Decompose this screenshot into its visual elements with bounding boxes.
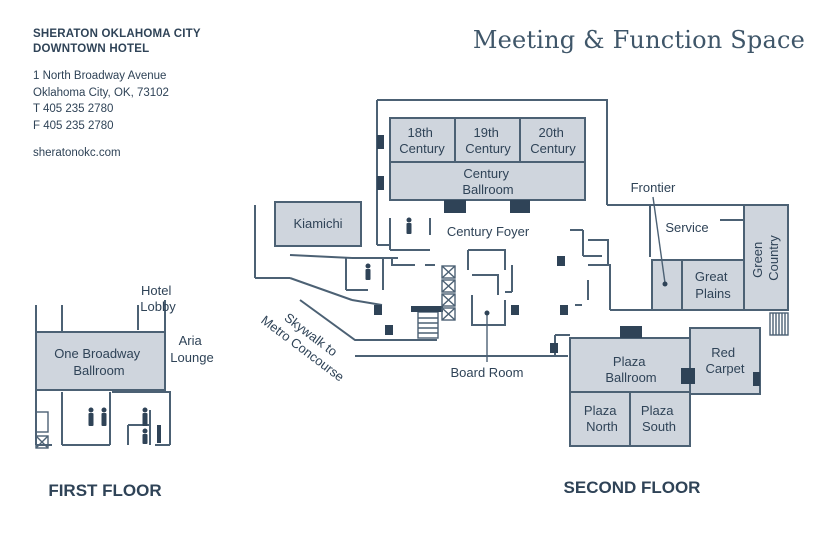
label-board-room: Board Room: [451, 365, 524, 380]
elevator-icon: [35, 435, 49, 449]
escalator-icon: [411, 306, 443, 339]
label-green-country: Green Country: [750, 235, 781, 281]
label-20th-century: 20th Century: [530, 125, 576, 156]
restroom-icon: [365, 217, 412, 280]
label-red-carpet: Red Carpet: [705, 345, 744, 376]
label-aria-lounge: Aria Lounge: [170, 333, 213, 365]
label-plaza-north: Plaza North: [584, 403, 620, 434]
label-century-foyer: Century Foyer: [447, 224, 530, 239]
page-title: Meeting & Function Space: [472, 26, 805, 54]
elevator-bank-icon: [441, 265, 456, 321]
room-kiamichi[interactable]: [274, 201, 362, 247]
restroom-icon: [88, 407, 148, 444]
label-service: Service: [665, 220, 708, 235]
second-floor-plan: 18th Century 19th Century 20th Century C…: [254, 99, 789, 497]
second-floor-heading: SECOND FLOOR: [564, 478, 701, 497]
label-kiamichi: Kiamichi: [293, 216, 342, 231]
label-skywalk: Skywalk to Metro Concourse: [258, 300, 356, 385]
phone-number: T 405 235 2780: [33, 103, 114, 115]
label-19th-century: 19th Century: [465, 125, 511, 156]
fax-number: F 405 235 2780: [33, 119, 114, 132]
label-one-broadway-ballroom: One Broadway Ballroom: [54, 346, 144, 378]
label-century-ballroom: Century Ballroom: [462, 166, 513, 197]
room-one-broadway-ballroom[interactable]: [35, 331, 166, 391]
label-plaza-ballroom: Plaza Ballroom: [605, 354, 656, 385]
room-green-country[interactable]: [743, 204, 789, 311]
label-plaza-south: Plaza South: [641, 403, 677, 434]
first-floor-plan: Hotel Lobby Aria Lounge One Broadway Bal…: [35, 283, 214, 500]
website-link[interactable]: sheratonokc.com: [33, 147, 121, 159]
frontier-pointer: [652, 196, 666, 284]
first-floor-heading: FIRST FLOOR: [48, 481, 161, 500]
hotel-name: SHERATON OKLAHOMA CITY DOWNTOWN HOTEL: [33, 28, 201, 55]
label-hotel-lobby: Hotel Lobby: [140, 283, 176, 314]
label-frontier: Frontier: [631, 180, 676, 195]
hotel-address: 1 North Broadway Avenue Oklahoma City, O…: [33, 68, 201, 134]
room-century-ballroom[interactable]: [389, 117, 586, 201]
label-great-plains: Great Plains: [695, 269, 731, 301]
stairs-icon: [769, 312, 789, 336]
label-18th-century: 18th Century: [399, 125, 445, 156]
room-red-carpet[interactable]: [689, 327, 761, 395]
hotel-info: SHERATON OKLAHOMA CITY DOWNTOWN HOTEL 1 …: [33, 27, 201, 159]
